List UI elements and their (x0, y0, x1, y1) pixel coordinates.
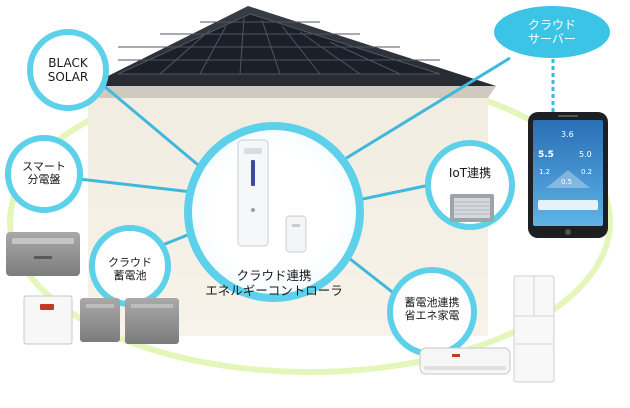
phone-value-6: 0.2 (581, 168, 593, 176)
battery-unit-gray (125, 298, 179, 344)
appliances-label-line1: 蓄電池連携 (404, 296, 460, 309)
iot-device-icon (450, 194, 494, 222)
appliances-label: 蓄電池連携 省エネ家電 (394, 296, 470, 322)
center-label: クラウド連携 エネルギーコントローラ (196, 268, 352, 298)
phone-value-1: 3.6 (561, 130, 574, 139)
connector-iot (357, 183, 431, 202)
battery-label-line2: 蓄電池 (113, 269, 147, 283)
solar-label-line2: SOLAR (47, 70, 89, 85)
cloud-node[interactable] (494, 6, 610, 58)
phone-value-4: 1.2 (539, 168, 551, 176)
battery-unit-white (23, 295, 73, 345)
solar-label-line1: BLACK (48, 56, 88, 70)
battery-label-line1: クラウド (108, 256, 152, 269)
phone-value-3: 5.0 (579, 150, 592, 159)
smart-panel-node-circle[interactable] (5, 135, 83, 213)
air-conditioner (419, 347, 511, 375)
center-label-line2: エネルギーコントローラ (205, 283, 343, 298)
cloud-label: クラウド サーバー (510, 18, 594, 47)
refrigerator (513, 275, 555, 383)
roof-eave (88, 86, 496, 98)
solar-label: BLACK SOLAR (36, 56, 100, 85)
appliances-label-line2: 省エネ家電 (404, 309, 460, 323)
solar-node-circle[interactable] (27, 29, 109, 111)
phone-value-2: 5.5 (538, 150, 554, 160)
center-node-circle[interactable] (184, 122, 364, 302)
phone-value-5: 0.5 (561, 178, 573, 186)
smartphone (528, 112, 608, 238)
controller-device (237, 139, 269, 247)
connector-smart-panel (69, 176, 193, 194)
cloud-label-line2: サーバー (528, 32, 576, 47)
solar-panels (117, 13, 441, 75)
smart-panel-label-line1: スマート (22, 160, 66, 173)
iot-label: IoT連携 (434, 166, 506, 180)
connector-cloud (334, 56, 511, 167)
iot-label-text: IoT連携 (448, 166, 492, 180)
cloud-label-line1: クラウド (527, 18, 576, 32)
wireless-adapter (285, 215, 307, 253)
smart-panel-label-line2: 分電盤 (27, 173, 61, 187)
phone-screen-values: 3.6 5.5 5.0 1.2 0.5 0.2 (533, 124, 603, 198)
battery-unit-gray-small (80, 298, 120, 342)
battery-label: クラウド 蓄電池 (98, 256, 162, 282)
center-label-line1: クラウド連携 (236, 268, 312, 283)
battery-unit-large (6, 232, 80, 276)
smart-panel-label: スマート 分電盤 (12, 160, 76, 186)
connector-solar (103, 84, 211, 177)
